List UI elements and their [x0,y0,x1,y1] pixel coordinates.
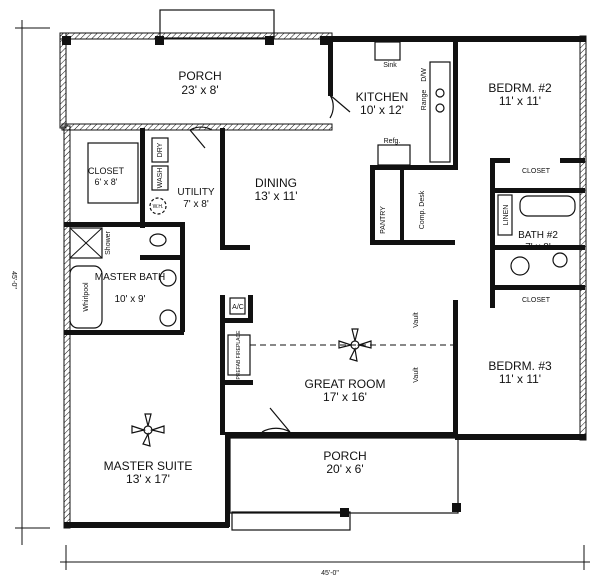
vault-label-2: Vault [413,367,420,382]
fireplace-label: PREFAB FIREPLACE [236,330,242,380]
svg-text:7' x 8': 7' x 8' [525,242,551,253]
refrigerator [377,144,411,166]
dimension-side: 45'-0" [10,20,50,545]
svg-text:BEDRM. #2: BEDRM. #2 [488,81,552,95]
porch-bottom [225,432,461,531]
room-master-suite: MASTER SUITE 13' x 17' [104,459,193,486]
room-master-bath: MASTER BATH 10' x 9' [95,272,165,305]
room-bedroom-2: BEDRM. #2 11' x 11' [488,81,552,108]
svg-text:13' x 17': 13' x 17' [126,472,170,486]
svg-text:PORCH: PORCH [323,449,366,463]
svg-text:PORCH: PORCH [178,69,221,83]
svg-text:BATH #2: BATH #2 [518,230,558,241]
svg-text:DINING: DINING [255,176,297,190]
svg-text:BEDRM. #3: BEDRM. #3 [488,359,552,373]
pantry-label: PANTRY [380,206,387,234]
svg-text:UTILITY: UTILITY [177,187,215,198]
closet3-label: CLOSET [522,297,551,304]
dimension-bottom-label: 45'-0" [321,570,339,577]
svg-text:MASTER BATH: MASTER BATH [95,272,165,283]
svg-text:MASTER SUITE: MASTER SUITE [104,459,193,473]
ceiling-fan-icon [131,413,165,447]
range-label: Range [421,90,428,111]
dryer-label: DRY [157,142,164,157]
svg-text:7' x 8': 7' x 8' [183,199,209,210]
dimension-side-label: 45'-0" [10,271,17,289]
room-bedroom-3: BEDRM. #3 11' x 11' [488,359,552,386]
svg-text:6' x 8': 6' x 8' [95,177,118,187]
svg-text:10' x 12': 10' x 12' [360,103,404,117]
desk-label: Comp. Desk [419,190,426,229]
bathtub-2 [519,195,576,217]
svg-text:10' x 9': 10' x 9' [114,294,145,305]
room-porch-top: PORCH 23' x 8' [178,69,221,97]
svg-text:11' x 11': 11' x 11' [499,372,541,386]
room-dining: DINING 13' x 11' [254,176,297,203]
room-bath-2: BATH #2 7' x 8' [518,230,558,253]
dimension-bottom: 45'-0" [60,545,590,577]
water-heater-label: W.H. [153,204,164,210]
vault-label-1: Vault [413,312,420,327]
svg-text:11' x 11': 11' x 11' [499,94,541,108]
room-utility: UTILITY 7' x 8' [177,187,215,210]
svg-text:GREAT ROOM: GREAT ROOM [305,377,386,391]
room-porch-bottom: PORCH 20' x 6' [323,449,366,476]
sink-label: Sink [383,62,397,69]
sink [374,41,401,61]
svg-text:13' x 11': 13' x 11' [254,189,297,203]
washer-label: WASH [157,168,164,189]
whirlpool-label: Whirlpool [83,282,90,312]
refrigerator-label: Refg. [384,138,401,145]
svg-text:20' x 6': 20' x 6' [326,462,363,476]
linen-label: LINEN [503,205,510,226]
whirlpool-tub [69,265,103,329]
dw-label: D/W [421,68,428,82]
room-closet-master: CLOSET 6' x 8' [88,166,125,187]
svg-text:23' x 8': 23' x 8' [181,83,218,97]
ac-label: A/C [232,304,244,311]
ceiling-fan-icon [338,328,372,362]
svg-text:CLOSET: CLOSET [88,166,125,176]
shower-label: Shower [105,230,112,254]
room-great-room: GREAT ROOM 17' x 16' [305,377,386,404]
svg-text:17' x 16': 17' x 16' [323,390,367,404]
room-kitchen: KITCHEN 10' x 12' [356,90,409,117]
closet2-label: CLOSET [522,168,551,175]
svg-text:KITCHEN: KITCHEN [356,90,409,104]
